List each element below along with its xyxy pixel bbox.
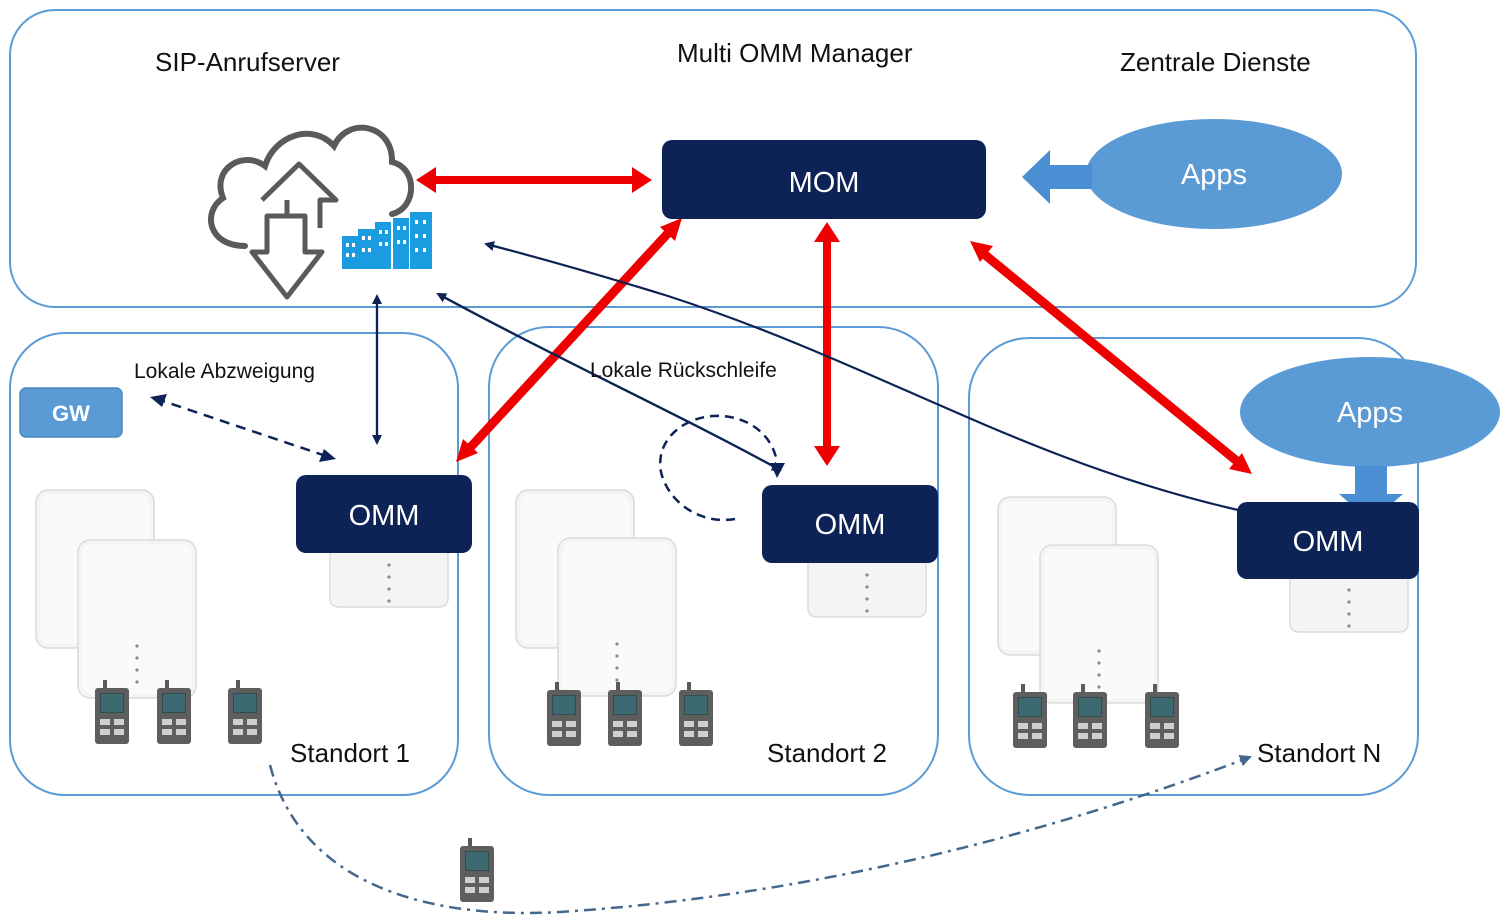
local-branch-arrow-right	[319, 449, 336, 462]
local-loopback-label: Lokale Rückschleife	[590, 359, 777, 382]
site-n-apps-label: Apps	[1337, 397, 1403, 429]
site-2-label: Standort 2	[767, 738, 887, 768]
mom-box[interactable]	[662, 140, 986, 219]
local-loopback-circle	[658, 414, 779, 522]
gw-label: GW	[52, 401, 90, 426]
central-apps-label: Apps	[1181, 159, 1247, 191]
central-services-label: Zentrale Dienste	[1120, 47, 1311, 77]
mom-manager-label: Multi OMM Manager	[677, 38, 913, 68]
site-n-omm-ap	[1289, 569, 1409, 633]
local-branch-line	[159, 398, 327, 458]
roaming-path	[268, 754, 1252, 915]
cloud-server-icon	[208, 124, 432, 300]
local-branch-arrow-left	[150, 394, 167, 407]
roaming-phone	[460, 838, 494, 902]
site-1-omm-box[interactable]	[296, 475, 472, 553]
site-n-phones	[1013, 684, 1179, 748]
local-loopback-arrow	[770, 463, 785, 478]
gw-box[interactable]	[19, 387, 123, 438]
site-1-label: Standort 1	[290, 738, 410, 768]
site-2-omm-box[interactable]	[762, 485, 938, 563]
apps-to-mom-arrow	[1022, 150, 1092, 204]
local-branch-label: Lokale Abzweigung	[134, 360, 315, 383]
site-n-omm-label: OMM	[1293, 526, 1364, 558]
site-1-omm-ap	[329, 544, 449, 608]
central-apps-ellipse	[1086, 119, 1342, 229]
site-n-omm-box[interactable]	[1237, 502, 1419, 579]
site-2-omm-ap	[807, 554, 927, 618]
site-n-label: Standort N	[1257, 738, 1381, 768]
mom-box-label: MOM	[789, 167, 860, 199]
site-n-apps-ellipse	[1240, 357, 1500, 467]
site-1-phones	[95, 680, 262, 744]
red-links	[416, 167, 1252, 474]
sip-server-label: SIP-Anrufserver	[155, 47, 340, 77]
site-2-phones	[547, 682, 713, 746]
site-2-omm-label: OMM	[815, 509, 886, 541]
navy-links	[372, 241, 1239, 512]
site-1-omm-label: OMM	[349, 500, 420, 532]
